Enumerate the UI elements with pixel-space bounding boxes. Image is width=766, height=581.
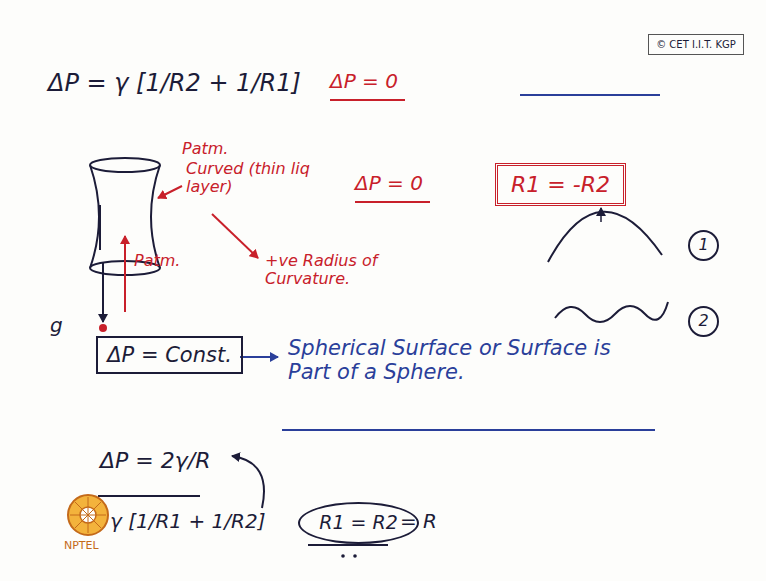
formula-text: γ [1/R1 + 1/R2] xyxy=(110,510,265,533)
pressure-label: Patm. xyxy=(134,252,180,270)
logo-text: NPTEL xyxy=(64,540,99,553)
dot xyxy=(353,554,357,558)
gravity-label: g xyxy=(50,314,63,337)
pressure-arrow xyxy=(124,236,126,312)
pressure-equation: ΔP = 2γ/R xyxy=(100,448,210,473)
node-text: © CET I.I.T. KGP xyxy=(656,39,736,51)
condition-text: ΔP = 0 xyxy=(355,172,423,195)
conclusion-text: Spherical Surface or Surface is Part of … xyxy=(288,336,648,384)
wave-sketch xyxy=(555,302,668,322)
underline xyxy=(308,544,388,546)
underline xyxy=(355,201,430,203)
note-text: Curved (thin liq layer) xyxy=(186,160,326,197)
condition-box: R1 = -R2 xyxy=(495,163,626,206)
pointer-arrow xyxy=(158,186,182,198)
pressure-label: Patm. xyxy=(182,140,228,158)
underline xyxy=(282,429,655,431)
callout-number: 2 xyxy=(688,306,719,337)
blank-line xyxy=(520,94,660,96)
pointer-arrow xyxy=(212,214,258,258)
nptel-logo xyxy=(68,495,108,535)
node-text: 1 xyxy=(698,236,708,254)
condition-box: ΔP = Const. xyxy=(96,336,243,374)
node-text: 2 xyxy=(698,312,708,330)
formula-text: = R xyxy=(400,510,437,533)
node-text: ΔP = Const. xyxy=(107,343,232,367)
curvature-arrow xyxy=(600,208,602,222)
node-text: R1 = R2 xyxy=(319,512,398,534)
gravity-dot xyxy=(99,324,107,332)
curve-sketch xyxy=(548,212,662,262)
underline xyxy=(98,495,200,497)
node-text: R1 = -R2 xyxy=(511,172,610,197)
gravity-arrow xyxy=(102,262,104,322)
callout-number: 1 xyxy=(688,230,719,261)
derivation-arrow xyxy=(232,456,264,508)
underline xyxy=(330,99,405,101)
dot xyxy=(341,554,345,558)
condition-text: ΔP = 0 xyxy=(330,70,398,93)
note-text: +ve Radius of Curvature. xyxy=(265,252,435,289)
watermark-box: © CET I.I.T. KGP xyxy=(648,34,744,55)
pressure-equation: ΔP = γ [1/R2 + 1/R1] xyxy=(48,70,301,98)
implies-arrow xyxy=(240,356,278,358)
